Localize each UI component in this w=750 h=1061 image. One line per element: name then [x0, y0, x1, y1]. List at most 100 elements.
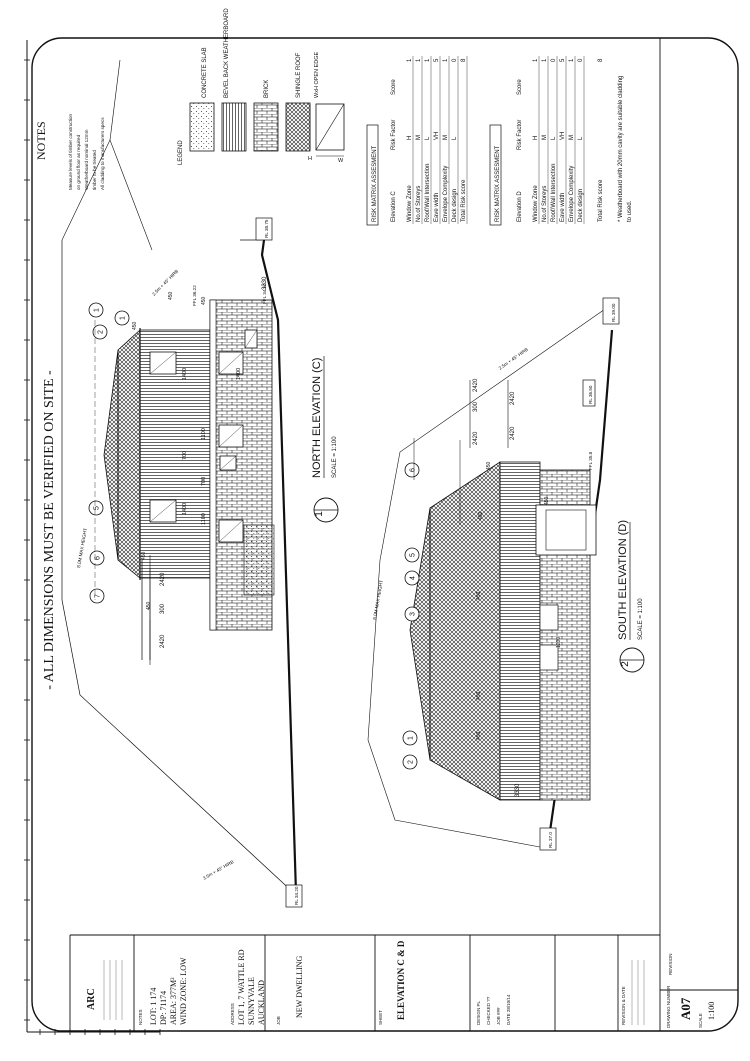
- drawing-scale: 1:100: [707, 1002, 716, 1020]
- risk-matrix-c: RISK MATRIX ASSESMENT Elevation C Risk F…: [366, 56, 468, 226]
- revision-date-heading: REVISION & DATE: [621, 986, 626, 1025]
- risk-row-factor: L: [551, 136, 557, 140]
- south-grid-bubble: [404, 606, 420, 622]
- risk-c-col-score: Score: [391, 79, 397, 95]
- north-window-sash: [244, 329, 258, 349]
- south-window-1200: 1200: [556, 637, 562, 648]
- lot-heading: NOTES: [138, 1009, 143, 1025]
- north-eave-dim: 450: [132, 321, 138, 330]
- north-dim-bottom-1: 2420: [160, 634, 166, 648]
- left-ruler: [24, 40, 161, 1035]
- sheet-border: [31, 37, 739, 1032]
- lot-dp: DP: 71174: [159, 991, 168, 1025]
- south-eave-dim: 450: [476, 591, 482, 600]
- risk-row-score: 0: [578, 58, 584, 62]
- risk-row-factor: VH: [560, 132, 566, 140]
- north-dim-3330: 3330: [262, 276, 268, 290]
- firm-address-lines: [103, 960, 123, 1020]
- risk-row-score: 5: [434, 58, 440, 62]
- south-dim-4: 2420: [510, 426, 516, 440]
- address-line-3: AUCKLAND: [257, 980, 266, 1025]
- south-title-number: 2: [620, 661, 631, 667]
- legend: LEGEND CONCRETE SLAB BEVEL BACK WEATHERB…: [178, 8, 345, 165]
- south-rl-2: RL 39.00: [611, 303, 616, 322]
- legend-w-label: W: [338, 158, 344, 164]
- south-grid-label: 4: [410, 576, 417, 580]
- legend-label-brick: BRICK: [264, 80, 270, 98]
- north-dim-bottom-2: 300: [160, 603, 166, 614]
- legend-window-label: WxH OPEN EDGE: [314, 52, 320, 98]
- risk-row-name: Roof/Wall Intersection: [551, 164, 557, 222]
- north-ffl-2: FFL 34.50: [262, 283, 267, 304]
- risk-row-name: Envelope Complexity: [443, 166, 449, 222]
- south-elevation: 2.5m + 45° HIRB 8.0M MAX HEIGHT RL 37.0 …: [367, 297, 645, 851]
- risk-row-score: 8: [461, 58, 467, 62]
- north-eave-dim: 450: [201, 296, 207, 305]
- north-dim-bottom-3: 2420: [160, 572, 166, 586]
- risk-row-score: 1: [416, 58, 422, 62]
- north-ffl-1: FFL 36.22: [192, 285, 197, 306]
- north-grid-label: 1: [120, 316, 127, 320]
- south-dim-1: 2420: [473, 431, 479, 445]
- north-grid-label: 6: [95, 556, 102, 560]
- south-eave-dim: 450: [544, 496, 550, 505]
- south-rl-3: RL 36.50: [588, 385, 593, 404]
- risk-d-title: RISK MATRIX ASSESMENT: [495, 145, 501, 222]
- south-max-height: 8.0M MAX HEIGHT: [372, 580, 384, 621]
- risk-row-name: No.of Storeys: [416, 186, 422, 222]
- north-window-sash: [218, 424, 244, 448]
- risk-row-score: 5: [560, 58, 566, 62]
- risk-row-factor: L: [578, 136, 584, 140]
- legend-label-weatherboard: BEVEL BACK WEATHERBOARD: [224, 8, 230, 98]
- drawing-number: A07: [678, 997, 693, 1020]
- south-eave-dim: 450: [486, 461, 492, 470]
- south-eave-dim: 450: [476, 731, 482, 740]
- north-grid-bubble: [88, 500, 104, 516]
- south-dim-2: 300: [473, 401, 479, 412]
- legend-swatch-weatherboard: [221, 102, 247, 152]
- south-grid-label: 2: [408, 760, 415, 764]
- north-grid-bubble: [89, 588, 105, 604]
- north-grid-bubble: [92, 324, 108, 340]
- design-date: DATE 28/10/14: [506, 994, 511, 1025]
- risk-row-name: Total Risk score: [461, 179, 467, 222]
- north-grid-bubble: [89, 550, 105, 566]
- south-ffl: FFL 35.8: [588, 451, 593, 470]
- north-window-dim: 700: [201, 477, 207, 486]
- risk-row-score: 1: [443, 58, 449, 62]
- lot-area: AREA: 377M²: [169, 977, 178, 1025]
- south-grid-bubble: [404, 462, 420, 478]
- sheet-heading: SHEET: [378, 1010, 383, 1025]
- south-dim-3330: 3330: [515, 783, 521, 797]
- north-title: NORTH ELEVATION (C): [311, 358, 323, 478]
- risk-matrix-d: RISK MATRIX ASSESMENT Elevation D Risk F…: [489, 56, 633, 226]
- south-grid-label: 3: [410, 612, 417, 616]
- drawing-number-heading: DRAWING NUMBER: [666, 985, 671, 1028]
- risk-c-title: RISK MATRIX ASSESMENT: [372, 145, 378, 222]
- legend-h-label: H: [308, 156, 312, 162]
- north-rl-top: RL 38.75: [264, 219, 269, 238]
- legend-window-symbol: [309, 103, 345, 157]
- design-checked: CHECKED ??: [486, 996, 491, 1025]
- north-eave-dim: 450: [168, 291, 174, 300]
- job-heading: JOB: [276, 1016, 281, 1025]
- north-eave-dim: 450: [146, 601, 152, 610]
- risk-d-col-factor: Risk Factor: [517, 120, 523, 150]
- north-roof: [117, 329, 141, 579]
- risk-c-elevation: Elevation C: [391, 191, 397, 222]
- north-window-sash: [218, 519, 244, 543]
- risk-row-factor: L: [452, 136, 458, 140]
- address-heading: ADDRESS: [230, 1003, 235, 1025]
- address-line-2: SUNNYVALE: [247, 977, 256, 1025]
- title-block: ARC NOTES LOT: 1 174 DP: 71174 AREA: 377…: [69, 38, 738, 1031]
- south-grid-bubble: [404, 547, 420, 563]
- notes-heading: NOTES: [34, 121, 48, 160]
- risk-row-score: 1: [425, 58, 431, 62]
- north-title-number: 1: [314, 511, 325, 517]
- south-roof: [429, 461, 501, 801]
- risk-row-name: Deck design: [452, 189, 458, 222]
- north-ground-line: [260, 239, 298, 894]
- legend-label-shingle: SHINGLE ROOF: [296, 52, 302, 98]
- south-dim-3: 2420: [473, 378, 479, 392]
